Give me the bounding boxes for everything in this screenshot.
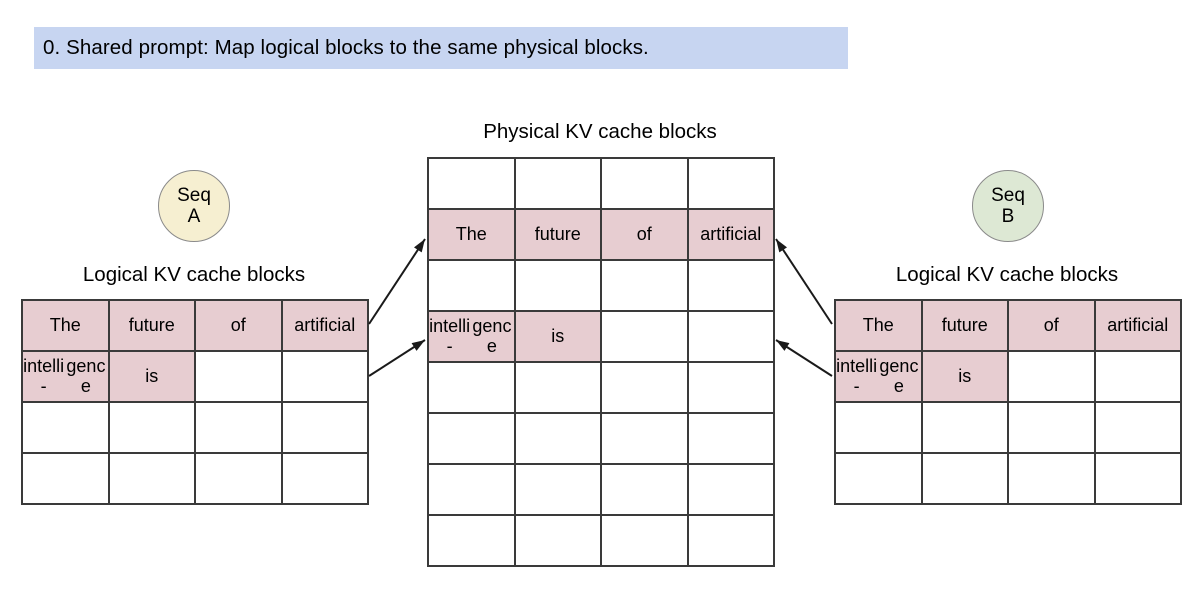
block-cell [1095,403,1182,454]
block-cell [196,454,283,505]
block-cell: of [1009,301,1096,352]
block-cell [515,159,602,210]
block-cell [515,516,602,567]
block-cell [602,414,689,465]
seq-b-label-top: Seq [991,184,1025,206]
block-cell [23,454,110,505]
block-cell [429,261,516,312]
title-banner-text: 0. Shared prompt: Map logical blocks to … [43,35,649,59]
block-cell [602,159,689,210]
arrow-a-row2-to-physical-row4 [368,339,426,377]
seq-a-badge: Seq A [158,170,230,242]
title-banner: 0. Shared prompt: Map logical blocks to … [34,27,848,69]
arrow-a-row1-to-physical-row2 [368,238,426,325]
block-cell [836,403,923,454]
arrow-b-row1-to-physical-row2 [775,238,833,325]
block-cell [688,159,775,210]
block-cell: future [109,301,196,352]
block-cell [515,261,602,312]
block-cell [1009,352,1096,403]
block-cell [196,403,283,454]
block-cell [922,403,1009,454]
block-cell [688,312,775,363]
block-cell: The [429,210,516,261]
block-cell [1009,454,1096,505]
block-cell [429,516,516,567]
block-cell [1095,352,1182,403]
block-cell [1009,403,1096,454]
block-cell [922,454,1009,505]
block-cell [429,159,516,210]
block-cell: The [23,301,110,352]
block-cell [602,261,689,312]
block-cell [602,312,689,363]
block-cell [515,465,602,516]
block-cell [109,454,196,505]
seq-a-label-bottom: A [187,206,201,227]
block-cell: is [922,352,1009,403]
block-cell [282,403,369,454]
block-cell: artificial [688,210,775,261]
arrow-b-row2-to-physical-row4 [775,339,833,377]
block-cell [429,414,516,465]
block-cell [515,414,602,465]
block-cell [196,352,283,403]
block-cell: intelli-gence [23,352,110,403]
block-cell: artificial [1095,301,1182,352]
block-cell [429,363,516,414]
block-cell: is [515,312,602,363]
block-cell: is [109,352,196,403]
block-cell: future [922,301,1009,352]
block-cell [836,454,923,505]
block-cell [602,363,689,414]
block-cell [602,516,689,567]
block-cell: of [602,210,689,261]
seq-b-label-bottom: B [1001,206,1015,227]
block-cell [602,465,689,516]
block-cell [282,352,369,403]
block-cell [515,363,602,414]
block-cell [109,403,196,454]
logical-table-a-caption: Logical KV cache blocks [82,263,306,286]
block-cell [688,516,775,567]
block-cell [688,414,775,465]
block-cell: of [196,301,283,352]
block-cell [688,363,775,414]
block-cell: intelli-gence [836,352,923,403]
block-cell: future [515,210,602,261]
block-cell: The [836,301,923,352]
logical-table-b-caption: Logical KV cache blocks [895,263,1119,286]
seq-a-label-top: Seq [177,184,211,206]
block-cell: artificial [282,301,369,352]
block-cell [1095,454,1182,505]
block-cell [688,465,775,516]
physical-table-caption: Physical KV cache blocks [483,120,717,143]
block-cell [429,465,516,516]
block-cell [282,454,369,505]
seq-b-badge: Seq B [972,170,1044,242]
block-cell [688,261,775,312]
block-cell: intelli-gence [429,312,516,363]
block-cell [23,403,110,454]
